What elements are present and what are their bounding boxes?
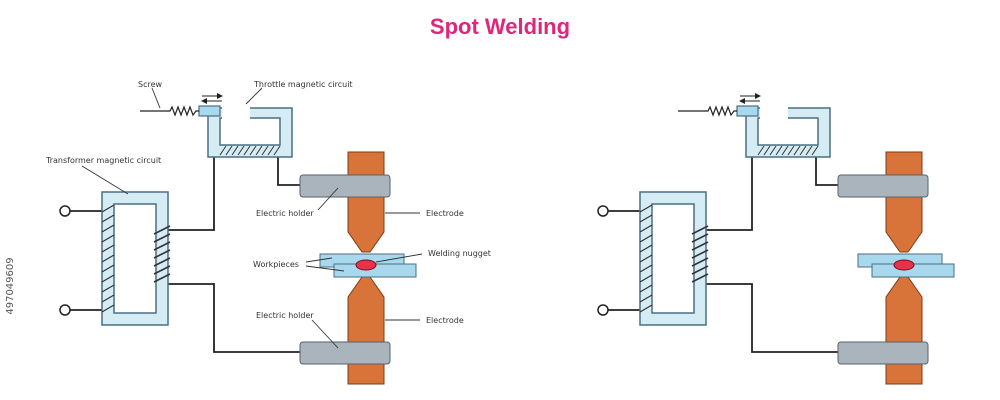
label-welding-nugget: Welding nugget xyxy=(428,249,491,258)
transformer-core xyxy=(639,191,707,326)
electric-holder-upper xyxy=(837,174,929,198)
transformer-winding-right xyxy=(691,225,709,283)
transformer-winding-left xyxy=(101,204,115,313)
throttle-gap xyxy=(222,107,250,119)
electric-holder-lower xyxy=(837,341,929,365)
label-workpieces: Workpieces xyxy=(253,260,299,269)
electrode-lower xyxy=(347,276,385,385)
wiring-left xyxy=(70,150,300,353)
terminal-bottom xyxy=(597,304,609,316)
welding-nugget xyxy=(355,259,377,271)
label-transformer: Transformer magnetic circuit xyxy=(45,156,161,165)
throttle-gap xyxy=(760,107,788,119)
terminal-top xyxy=(597,205,609,217)
diagram-right xyxy=(597,93,955,385)
transformer-core xyxy=(101,191,169,326)
throttle-slider xyxy=(198,105,221,117)
electrode-upper xyxy=(885,151,923,253)
electrode-lower xyxy=(885,276,923,385)
terminal-top xyxy=(59,205,71,217)
transformer-winding-left xyxy=(639,204,653,313)
diagram-left: Screw Throttle magnetic circuit Transfor… xyxy=(45,80,491,385)
screw-icon xyxy=(678,105,737,117)
label-electric-holder-bottom: Electric holder xyxy=(256,311,314,320)
label-screw: Screw xyxy=(138,80,163,89)
diagram-title: Spot Welding xyxy=(429,14,571,39)
welding-nugget xyxy=(893,259,915,271)
electric-holder-lower xyxy=(299,341,391,365)
label-electrode-top: Electrode xyxy=(426,209,464,218)
wiring-right xyxy=(608,150,838,353)
terminal-bottom xyxy=(59,304,71,316)
throttle-coil xyxy=(219,145,281,156)
label-electrode-bottom: Electrode xyxy=(426,316,464,325)
label-throttle: Throttle magnetic circuit xyxy=(253,80,353,89)
screw-icon xyxy=(140,105,199,117)
label-electric-holder-top: Electric holder xyxy=(256,209,314,218)
throttle-coil xyxy=(757,145,819,156)
electric-holder-upper xyxy=(299,174,391,198)
electrode-upper xyxy=(347,151,385,253)
throttle-slider xyxy=(736,105,759,117)
transformer-winding-right xyxy=(153,225,171,283)
leader-lines xyxy=(81,87,423,349)
